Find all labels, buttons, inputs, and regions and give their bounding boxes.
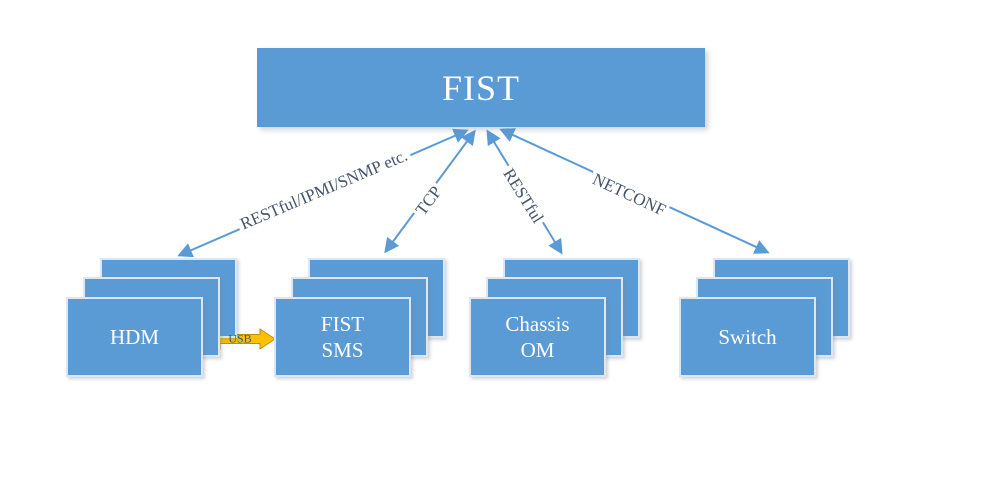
hdm-card-front: HDM: [66, 297, 203, 377]
chassis-om-card-front: Chassis OM: [469, 297, 606, 377]
switch-card-front: Switch: [679, 297, 816, 377]
node-stack-hdm: HDM: [66, 258, 241, 380]
fist-sms-card-front: FIST SMS: [274, 297, 411, 377]
fist-node-label: FIST: [441, 67, 521, 108]
node-stack-chassis-om: Chassis OM: [469, 258, 644, 380]
switch-label: Switch: [718, 324, 777, 349]
node-stack-fist-sms: FIST SMS: [274, 258, 449, 380]
fist-node: FIST: [257, 48, 705, 127]
fist-sms-label: FIST SMS: [320, 311, 365, 362]
usb-link-label: USB: [228, 331, 252, 346]
chassis-om-label: Chassis OM: [505, 311, 570, 362]
node-stack-switch: Switch: [679, 258, 854, 380]
hdm-label: HDM: [109, 324, 159, 349]
